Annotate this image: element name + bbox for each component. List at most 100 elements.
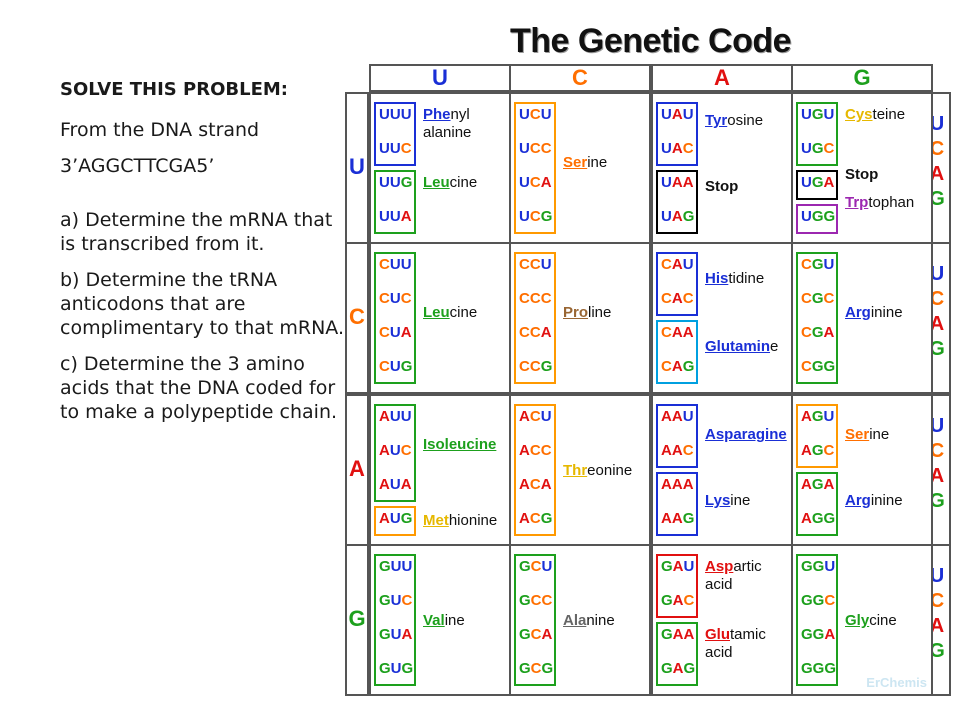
amino-acid-abbrev: Lys <box>705 492 731 509</box>
codon-ggg: GGG <box>799 660 838 678</box>
codon-group-box <box>514 554 556 686</box>
codon-letter: C <box>661 358 672 375</box>
codon-ugg: UGG <box>799 208 837 226</box>
codon-letter: C <box>519 290 530 307</box>
codon-letter: A <box>823 174 835 191</box>
codon-letter: A <box>379 442 390 459</box>
amino-acid-abbrev: Gly <box>845 612 870 629</box>
codon-letter: G <box>683 660 696 677</box>
amino-acid-abbrev: Val <box>423 612 445 629</box>
codon-agu: AGU <box>799 408 836 426</box>
amino-acid-rest: tophan <box>868 194 915 211</box>
codon-letter: A <box>540 324 552 341</box>
amino-acid-label: Arginine <box>845 492 903 510</box>
codon-cuc: CUC <box>377 290 414 308</box>
amino-acid-abbrev: Isoleucine <box>423 436 497 453</box>
codon-auu: AUU <box>377 408 414 426</box>
codon-letter: G <box>811 408 824 425</box>
codon-cug: CUG <box>377 358 414 376</box>
codon-guu: GUU <box>377 558 414 576</box>
codon-letter: A <box>823 476 835 493</box>
third-base-u: U <box>929 565 945 587</box>
codon-letter: G <box>379 626 391 643</box>
codon-letter: U <box>390 626 402 643</box>
codon-group-box <box>374 252 416 384</box>
codon-letter: U <box>823 256 835 273</box>
codon-letter: G <box>541 660 554 677</box>
codon-letter: G <box>811 174 824 191</box>
codon-letter: G <box>661 660 673 677</box>
problem-panel: SOLVE THIS PROBLEM: From the DNA strand … <box>60 78 350 436</box>
codon-letter: U <box>801 208 812 225</box>
codon-group-box <box>796 404 838 468</box>
amino-acid-abbrev: Asp <box>705 558 734 575</box>
codon-group-box <box>374 170 416 234</box>
codon-cua: CUA <box>377 324 414 342</box>
codon-letter: C <box>400 290 412 307</box>
amino-acid-rest: e <box>770 338 779 355</box>
codon-group-box <box>374 404 416 502</box>
problem-intro: From the DNA strand <box>60 119 260 141</box>
amino-acid-rest: ine <box>869 426 890 443</box>
codon-letter: G <box>811 476 824 493</box>
codon-letter: G <box>661 592 673 609</box>
codon-auc: AUC <box>377 442 414 460</box>
codon-letter: C <box>529 208 541 225</box>
amino-acid-abbrev: Glu <box>705 626 730 643</box>
codon-letter: A <box>661 408 672 425</box>
codon-letter: C <box>530 660 542 677</box>
codon-letter: A <box>671 106 683 123</box>
codon-letter: G <box>811 140 824 157</box>
codon-letter: C <box>541 592 553 609</box>
third-base-a: A <box>929 313 945 335</box>
codon-letter: A <box>379 510 390 527</box>
codon-letter: A <box>661 442 672 459</box>
codon-letter: U <box>801 106 812 123</box>
codon-letter: C <box>529 476 541 493</box>
codon-letter: U <box>389 256 401 273</box>
amino-acid-label: Cysteine <box>845 106 905 124</box>
codon-letter: G <box>811 290 824 307</box>
codon-group-box <box>796 170 838 200</box>
codon-aac: AAC <box>659 442 696 460</box>
amino-acid-label: Leucine <box>423 304 477 322</box>
codon-gau: GAU <box>659 558 696 576</box>
codon-gag: GAG <box>659 660 697 678</box>
codon-letter: G <box>540 208 553 225</box>
codon-group-box <box>656 554 698 618</box>
codon-letter: A <box>671 324 683 341</box>
codon-letter: C <box>540 290 552 307</box>
codon-letter: G <box>801 626 813 643</box>
codon-letter: U <box>540 256 552 273</box>
codon-acu: ACU <box>517 408 554 426</box>
codon-uug: UUG <box>377 174 414 192</box>
codon-letter: G <box>379 558 391 575</box>
amino-acid-label: Lysine <box>705 492 750 510</box>
codon-cga: CGA <box>799 324 836 342</box>
codon-letter: U <box>540 106 552 123</box>
codon-letter: U <box>379 140 390 157</box>
codon-letter: U <box>801 174 812 191</box>
codon-uac: UAC <box>659 140 696 158</box>
codon-letter: C <box>801 324 812 341</box>
amino-acid-abbrev: Met <box>423 512 449 529</box>
amino-acid-rest: cine <box>869 612 897 629</box>
codon-cac: CAC <box>659 290 696 308</box>
codon-letter: G <box>682 510 695 527</box>
codon-uca: UCA <box>517 174 554 192</box>
amino-acid-rest: inine <box>870 304 903 321</box>
codon-aau: AAU <box>659 408 696 426</box>
codon-letter: A <box>823 324 835 341</box>
codon-uag: UAG <box>659 208 696 226</box>
amino-acid-rest: tamic <box>730 626 766 643</box>
codon-gaa: GAA <box>659 626 696 644</box>
codon-letter: C <box>540 442 552 459</box>
amino-acid-label: Isoleucine <box>423 436 496 454</box>
codon-letter: G <box>823 510 836 527</box>
amino-acid-label: Stop <box>705 178 738 196</box>
amino-acid-label: Arginine <box>845 304 903 322</box>
